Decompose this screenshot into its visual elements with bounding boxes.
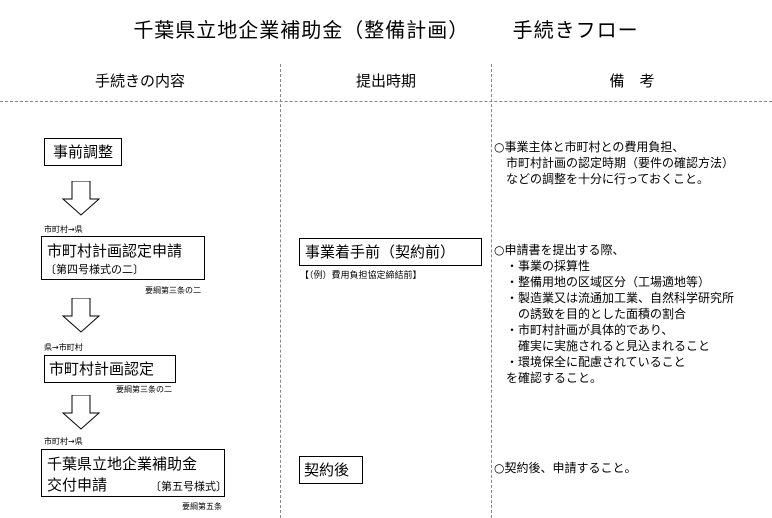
step-direction-municipality-to-prefecture: 市町村→県 <box>44 225 83 234</box>
remarks-line: などの調整を十分に行っておくこと。 <box>494 172 710 186</box>
step-municipal-plan-approval-reference: 要綱第三条の二 <box>116 385 172 394</box>
step-grant-application-label-line1: 千葉県立地企業補助金 <box>47 455 198 473</box>
remarks-line: 確実に実施されると見込まれること <box>494 339 711 353</box>
remarks-line: ○申請書を提出する際、 <box>494 243 625 257</box>
step-municipal-plan-approval-label: 市町村計画認定 <box>49 360 155 378</box>
remarks-line: ・市町村計画が具体的であり、 <box>494 323 674 337</box>
remarks-block-3: ○契約後、申請すること。 <box>494 460 636 476</box>
down-arrow-icon <box>61 298 101 333</box>
step-direction-prefecture-to-municipality: 県→市町村 <box>44 343 83 352</box>
remarks-line: を確認すること。 <box>494 371 603 385</box>
step-municipal-plan-approval: 市町村計画認定 <box>44 355 176 383</box>
remarks-line: ・事業の採算性 <box>494 259 591 273</box>
step-grant-application: 千葉県立地企業補助金 交付申請 〔第五号様式〕 <box>41 449 227 497</box>
remarks-line: ・整備用地の区域区分（工場適地等） <box>494 275 711 289</box>
column-header-remarks: 備 考 <box>609 72 655 90</box>
title-main: 千葉県立地企業補助金（整備計画） <box>133 18 470 42</box>
remarks-line: 市町村計画の認定時期（要件の確認方法） <box>494 156 735 170</box>
step-pre-coordination-label: 事前調整 <box>52 143 113 161</box>
remarks-line: ○事業主体と市町村との費用負担、 <box>494 140 685 154</box>
remarks-line: ・環境保全に配慮されていること <box>494 355 686 369</box>
step-grant-application-label-line2: 交付申請 <box>47 476 108 494</box>
step-pre-coordination: 事前調整 <box>44 138 122 166</box>
step-grant-application-reference: 要綱第五条 <box>182 502 222 511</box>
remarks-line: ・製造業又は流通加工業、自然科学研究所 <box>494 291 735 305</box>
timing-after-contract: 契約後 <box>299 456 363 484</box>
remarks-line: の誘致を目的とした面積の割合 <box>494 307 687 321</box>
timing-before-start: 事業着手前（契約前） <box>299 238 482 266</box>
remarks-block-1: ○事業主体と市町村との費用負担、 市町村計画の認定時期（要件の確認方法） などの… <box>494 139 734 187</box>
column-header-timing: 提出時期 <box>355 72 416 90</box>
down-arrow-icon <box>61 395 101 430</box>
timing-before-start-example: 【（例）費用負担協定締結前】 <box>300 271 422 281</box>
timing-before-start-label: 事業着手前（契約前） <box>305 243 456 261</box>
column-divider-1 <box>280 64 281 518</box>
step-municipal-plan-application-label: 市町村計画認定申請 <box>47 242 183 260</box>
step-direction-municipality-to-prefecture-2: 市町村→県 <box>44 437 83 446</box>
step-municipal-plan-application-reference: 要綱第三条の二 <box>145 286 201 295</box>
step-municipal-plan-application: 市町村計画認定申請 〔第四号様式の二〕 <box>41 236 205 280</box>
column-divider-2 <box>491 64 492 518</box>
header-divider <box>0 101 772 102</box>
timing-after-contract-label: 契約後 <box>304 461 350 479</box>
title-sub: 手続きフロー <box>512 18 639 42</box>
remarks-block-2: ○申請書を提出する際、 ・事業の採算性 ・整備用地の区域区分（工場適地等） ・製… <box>494 242 734 386</box>
page-title: 千葉県立地企業補助金（整備計画） 手続きフロー <box>0 14 772 43</box>
column-header-procedure: 手続きの内容 <box>94 72 185 90</box>
down-arrow-icon <box>61 181 101 216</box>
remarks-line: ○契約後、申請すること。 <box>494 461 637 475</box>
step-grant-application-form: 〔第五号様式〕 <box>150 480 227 493</box>
step-municipal-plan-application-form: 〔第四号様式の二〕 <box>45 263 144 276</box>
